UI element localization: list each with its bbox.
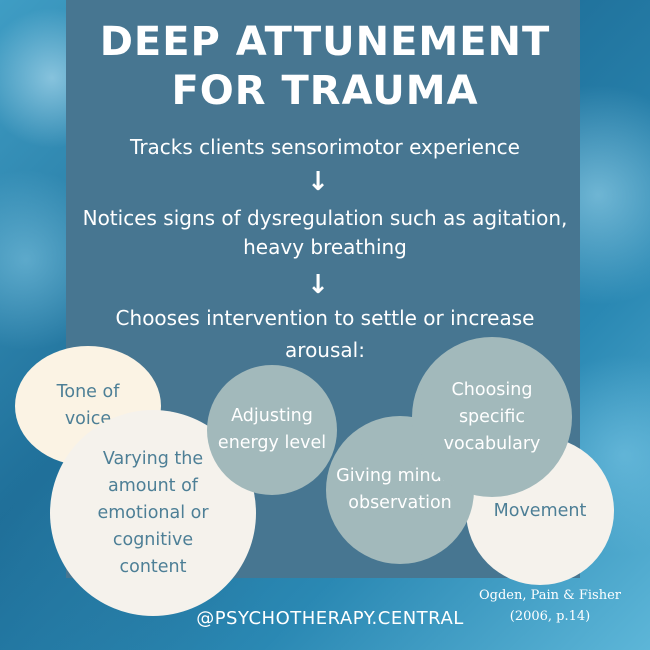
social-handle: @PSYCHOTHERAPY.CENTRAL (196, 608, 464, 629)
intervention-label: Adjusting energy level (217, 406, 327, 453)
intervention-label: Varying the amount of emotional or cogni… (97, 448, 209, 577)
page-title: DEEP ATTUNEMENT FOR TRAUMA (0, 18, 650, 116)
intervention-label: Movement (493, 500, 587, 521)
step-choose-line-1: Chooses intervention to settle or increa… (115, 306, 535, 330)
step-track: Tracks clients sensorimotor experience (130, 135, 520, 159)
citation-authors: Ogden, Pain & Fisher (478, 588, 622, 603)
intervention-label: Choosing specific vocabulary (443, 379, 541, 454)
citation-year: (2006, p.14) (509, 609, 591, 624)
citation: Ogden, Pain & Fisher (2006, p.14) (470, 585, 630, 627)
intervention-choosing-vocabulary: Choosing specific vocabulary (412, 337, 572, 497)
arrow-down-icon: ↓ (307, 167, 329, 197)
title-line-2: FOR TRAUMA (171, 68, 479, 114)
step-notice-line-1: Notices signs of dysregulation such as a… (82, 206, 568, 230)
title-line-1: DEEP ATTUNEMENT (99, 19, 551, 65)
intervention-label: Giving mindful observation (336, 466, 464, 513)
intervention-adjusting-energy: Adjusting energy level (207, 365, 337, 495)
arrow-down-icon: ↓ (307, 270, 329, 300)
step-notice-line-2: heavy breathing (243, 235, 407, 259)
step-choose-line-2: arousal: (285, 338, 365, 362)
